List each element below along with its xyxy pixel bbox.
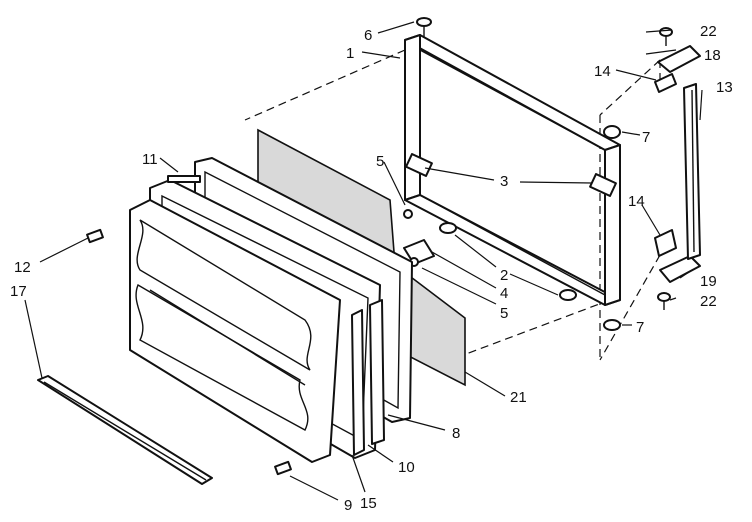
door-frame-part xyxy=(404,34,621,306)
callout-1: 1 xyxy=(346,45,354,62)
callout-13: 12 xyxy=(14,259,31,276)
callout-21: 21 xyxy=(510,389,527,406)
callout-22-lower: 22 xyxy=(700,293,717,310)
hinge-shim xyxy=(654,73,677,257)
callout-9: 9 xyxy=(344,497,352,514)
callout-11: 11 xyxy=(142,151,158,168)
fastener-parts xyxy=(86,175,292,476)
callout-14-lower: 14 xyxy=(628,193,645,210)
callout-15: 15 xyxy=(360,495,377,512)
callout-3: 3 xyxy=(500,173,508,190)
callout-14-upper: 14 xyxy=(594,63,611,80)
callout-leaders xyxy=(24,21,703,501)
callout-10: 10 xyxy=(398,459,415,476)
callout-17: 17 xyxy=(10,283,27,300)
callout-6: 6 xyxy=(364,27,372,44)
bottom-hinge xyxy=(659,255,701,283)
callout-8: 8 xyxy=(452,425,460,442)
washer xyxy=(603,125,621,331)
door-panel xyxy=(129,199,341,463)
callout-2: 2 xyxy=(500,267,508,284)
callout-22-upper: 22 xyxy=(700,23,717,40)
bottom-trim-bar xyxy=(37,375,213,485)
callout-5-lower: 5 xyxy=(500,305,508,322)
hinge-bracket xyxy=(405,153,617,197)
hinge-bushing xyxy=(439,222,577,301)
callout-18: 18 xyxy=(704,47,721,64)
callout-5-upper: 5 xyxy=(376,153,384,170)
top-hinge xyxy=(657,45,701,73)
stop-bracket xyxy=(403,209,435,267)
callout-labels: 1 6 5 3 2 4 5 14 7 22 18 13 14 19 22 7 2… xyxy=(10,23,733,514)
side-trim-strips xyxy=(351,299,385,456)
callout-12: 13 xyxy=(716,79,733,96)
vertical-trim xyxy=(683,83,701,260)
callout-4: 4 xyxy=(500,285,508,302)
callout-19: 19 xyxy=(700,273,717,290)
callout-7-upper: 7 xyxy=(642,129,650,146)
callout-7-lower: 7 xyxy=(636,319,644,336)
